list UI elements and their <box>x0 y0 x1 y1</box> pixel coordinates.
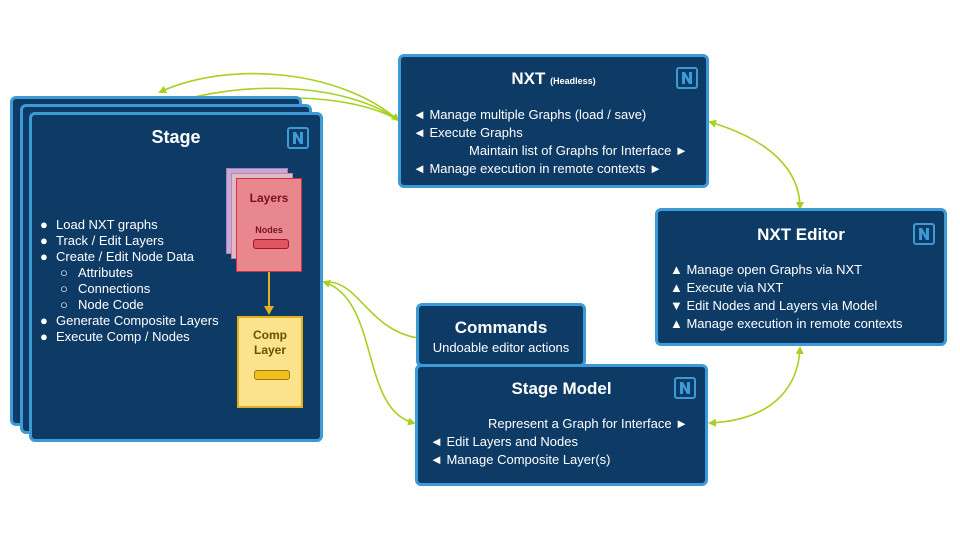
node-pill <box>253 239 289 249</box>
arrow-nxt-to-editor <box>708 119 804 210</box>
stage-feature-list: ●Load NXT graphs ●Track / Edit Layers ●C… <box>40 217 219 345</box>
model-title: Stage Model <box>511 379 612 398</box>
list-item: ●Load NXT graphs <box>40 217 158 232</box>
n-logo-icon <box>913 223 935 245</box>
nxt-subtitle: (Headless) <box>550 76 596 86</box>
stage-title: Stage <box>151 127 201 147</box>
list-item: ○Connections <box>60 281 151 296</box>
model-line-3: ◄ Manage Composite Layer(s) <box>430 452 611 467</box>
editor-line-4: ▲ Manage execution in remote contexts <box>670 316 903 331</box>
arrow-stage-to-model <box>322 280 416 426</box>
model-line-1: Represent a Graph for Interface ► <box>488 416 689 431</box>
list-item: ●Generate Composite Layers <box>40 313 219 328</box>
editor-title: NXT Editor <box>757 225 845 244</box>
layers-card[interactable]: Layers Nodes <box>236 178 302 272</box>
list-item: ●Create / Edit Node Data <box>40 249 195 264</box>
nxt-box[interactable]: NXT (Headless) ◄ Manage multiple Graphs … <box>398 54 709 188</box>
list-item: ●Execute Comp / Nodes <box>40 329 190 344</box>
comp-label: Comp <box>253 328 287 342</box>
n-logo-icon <box>287 127 309 149</box>
stage-box[interactable]: Stage ●Load NXT graphs ●Track / Edit Lay… <box>29 112 323 442</box>
list-item: ○Node Code <box>60 297 144 312</box>
nodes-label: Nodes <box>255 225 283 235</box>
arrow-nxt-to-stage-1 <box>158 72 400 122</box>
nxt-line-2: ◄ Execute Graphs <box>413 125 523 140</box>
n-logo-icon <box>674 377 696 399</box>
editor-line-3: ▼ Edit Nodes and Layers via Model <box>670 298 878 313</box>
model-line-2: ◄ Edit Layers and Nodes <box>430 434 579 449</box>
list-item: ○Attributes <box>60 265 133 280</box>
editor-line-2: ▲ Execute via NXT <box>670 280 784 295</box>
nxt-line-4: ◄ Manage execution in remote contexts ► <box>413 161 663 176</box>
nxt-line-3: Maintain list of Graphs for Interface ► <box>469 143 688 158</box>
comp-pill <box>254 370 290 380</box>
layers-label: Layers <box>249 191 289 205</box>
arrow-model-to-editor <box>708 346 804 427</box>
comp-layer-card[interactable]: Comp Layer <box>237 316 303 408</box>
arrow-commands-to-stage <box>329 281 419 339</box>
nxt-title: NXT (Headless) <box>511 69 596 88</box>
layers-to-comp-arrow <box>264 272 274 315</box>
n-logo-icon <box>676 67 698 89</box>
commands-title: Commands <box>454 318 548 337</box>
list-item: ●Track / Edit Layers <box>40 233 164 248</box>
commands-box[interactable]: Commands Undoable editor actions <box>416 303 586 367</box>
stage-model-box[interactable]: Stage Model Represent a Graph for Interf… <box>415 364 708 486</box>
layer-label: Layer <box>253 343 287 357</box>
editor-line-1: ▲ Manage open Graphs via NXT <box>670 262 863 277</box>
nxt-editor-box[interactable]: NXT Editor ▲ Manage open Graphs via NXT … <box>655 208 947 346</box>
commands-subtitle: Undoable editor actions <box>432 340 570 355</box>
nxt-line-1: ◄ Manage multiple Graphs (load / save) <box>413 107 647 122</box>
